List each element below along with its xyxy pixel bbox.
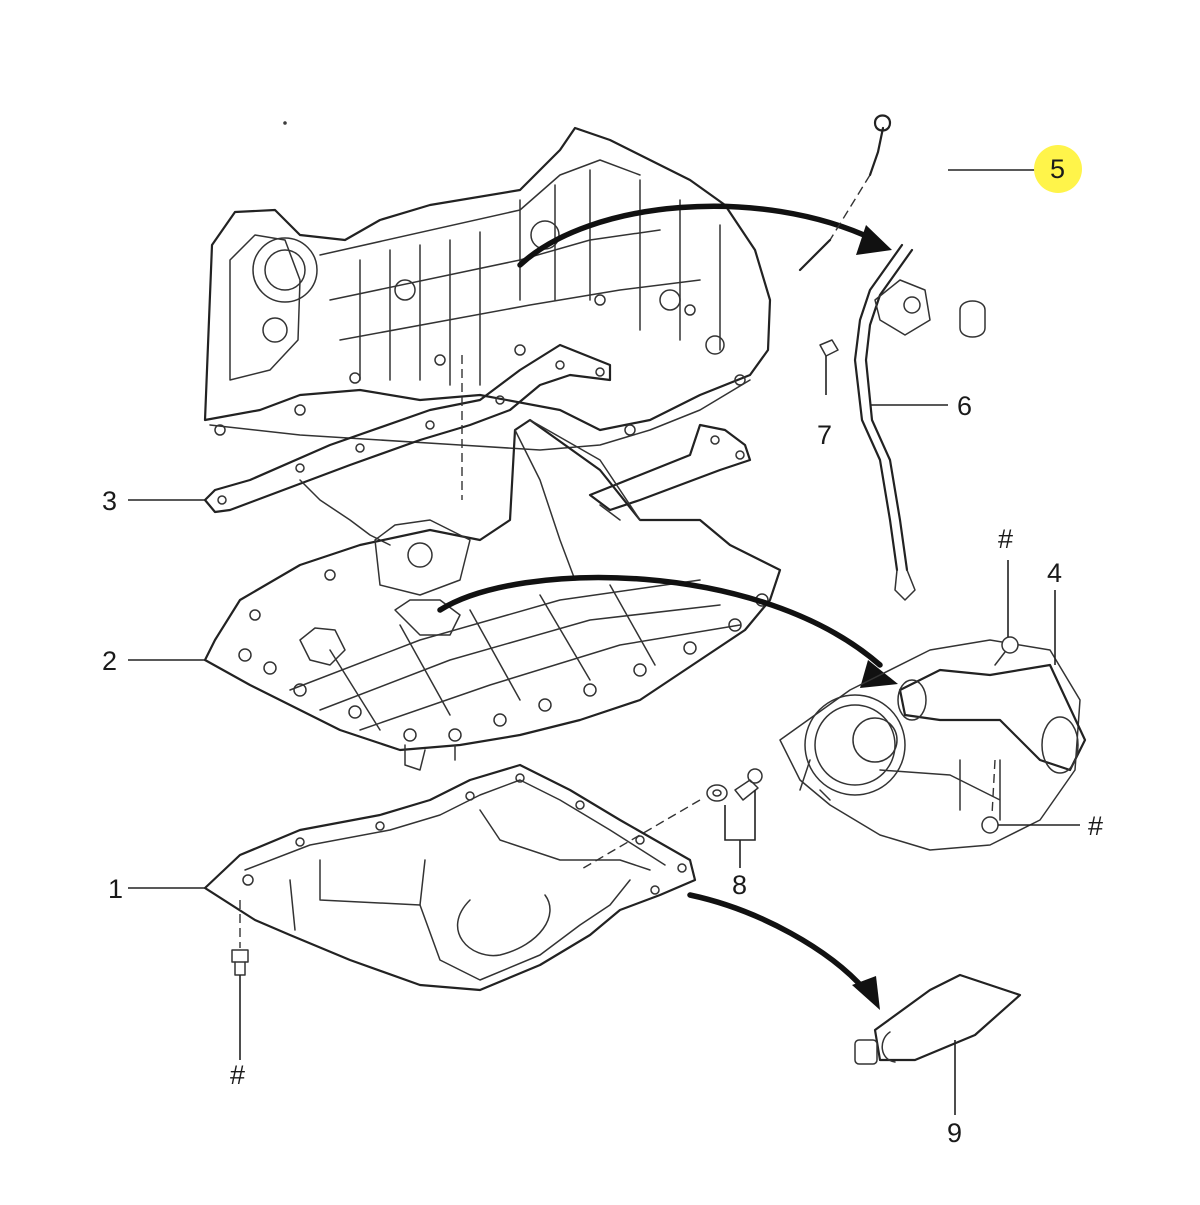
callout-7: 7 — [817, 420, 833, 450]
lower-crankcase — [203, 418, 782, 771]
arrow-pan-to-sealant — [687, 892, 868, 993]
callout-2: 2 — [102, 646, 118, 676]
arrow-pan-to-sealant-head — [852, 976, 880, 1010]
callout-4: 4 — [1047, 558, 1063, 588]
dipstick — [283, 114, 892, 272]
callout-5-highlight — [1034, 145, 1082, 193]
oil-pan — [203, 763, 697, 992]
dipstick-tube — [853, 243, 986, 601]
callout-6: 6 — [957, 391, 973, 421]
drain-plug-and-washer — [579, 768, 763, 871]
callout-1: 1 — [108, 874, 124, 904]
tube-bracket-bolt — [819, 339, 839, 395]
callout-8: 8 — [732, 870, 748, 900]
crankcase-bolt-heads — [238, 569, 769, 742]
callout-3: 3 — [102, 486, 118, 516]
callout-hash-bottom: # — [230, 1060, 246, 1090]
callout-5: 5 — [1050, 154, 1066, 184]
arrow-block-to-dipstick-head — [856, 225, 892, 255]
pump-bolt-top — [994, 560, 1019, 666]
sealant-tube — [854, 973, 1022, 1065]
callout-9: 9 — [947, 1118, 963, 1148]
engine-block — [203, 126, 772, 451]
arrow-crankcase-to-pump — [437, 574, 883, 668]
gasket — [203, 343, 752, 546]
pump-bolt-bottom — [981, 759, 999, 834]
callout-hash-right: # — [1088, 811, 1104, 841]
callout-hash-top: # — [998, 524, 1014, 554]
arrow-block-to-dipstick — [517, 203, 878, 268]
oil-pump-assembly — [779, 639, 1087, 851]
